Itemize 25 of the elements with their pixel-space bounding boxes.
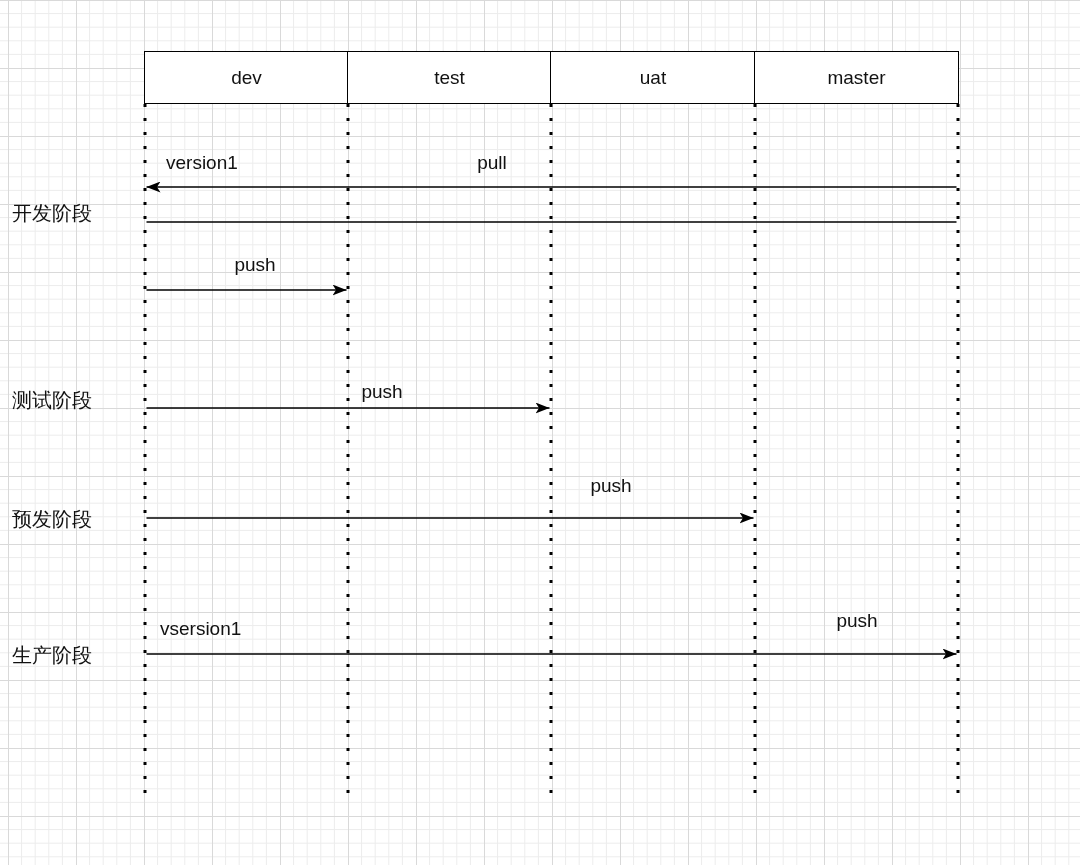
arrow (145, 284, 348, 296)
branch-header-box (754, 51, 959, 104)
arrow (145, 512, 755, 524)
edge-label: push (590, 474, 632, 498)
edge-label: push (361, 380, 403, 404)
branch-name: uat (639, 66, 667, 89)
branch-name: test (434, 66, 465, 89)
stage-label: 生产阶段 (12, 643, 92, 667)
arrow (145, 181, 958, 193)
version-label: vsersion1 (160, 617, 242, 641)
arrow (145, 402, 551, 414)
branch-name: dev (231, 66, 262, 89)
branch-header-box (347, 51, 552, 104)
stage-label: 预发阶段 (12, 507, 92, 531)
branch-header-box (144, 51, 349, 104)
edge-label: pull (477, 151, 507, 175)
version-label: version1 (166, 151, 238, 175)
connector-line (145, 221, 958, 223)
edge-label: push (836, 609, 878, 633)
edge-label: push (234, 253, 276, 277)
stage-label: 开发阶段 (12, 201, 92, 225)
arrow (145, 648, 958, 660)
stage-label: 测试阶段 (12, 388, 92, 412)
branch-name: master (827, 66, 886, 89)
branch-header-box (550, 51, 756, 104)
